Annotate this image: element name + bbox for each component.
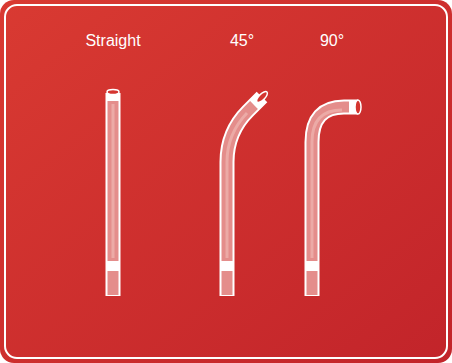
straight-tube bbox=[107, 90, 119, 297]
tube-90-degree bbox=[312, 100, 361, 296]
tube-type-label: Straight bbox=[85, 31, 140, 51]
tube-type-label: 90° bbox=[320, 31, 344, 51]
tube-45-degree bbox=[227, 90, 269, 296]
tube-type-label: 45° bbox=[230, 31, 254, 51]
panel-border bbox=[5, 5, 447, 358]
